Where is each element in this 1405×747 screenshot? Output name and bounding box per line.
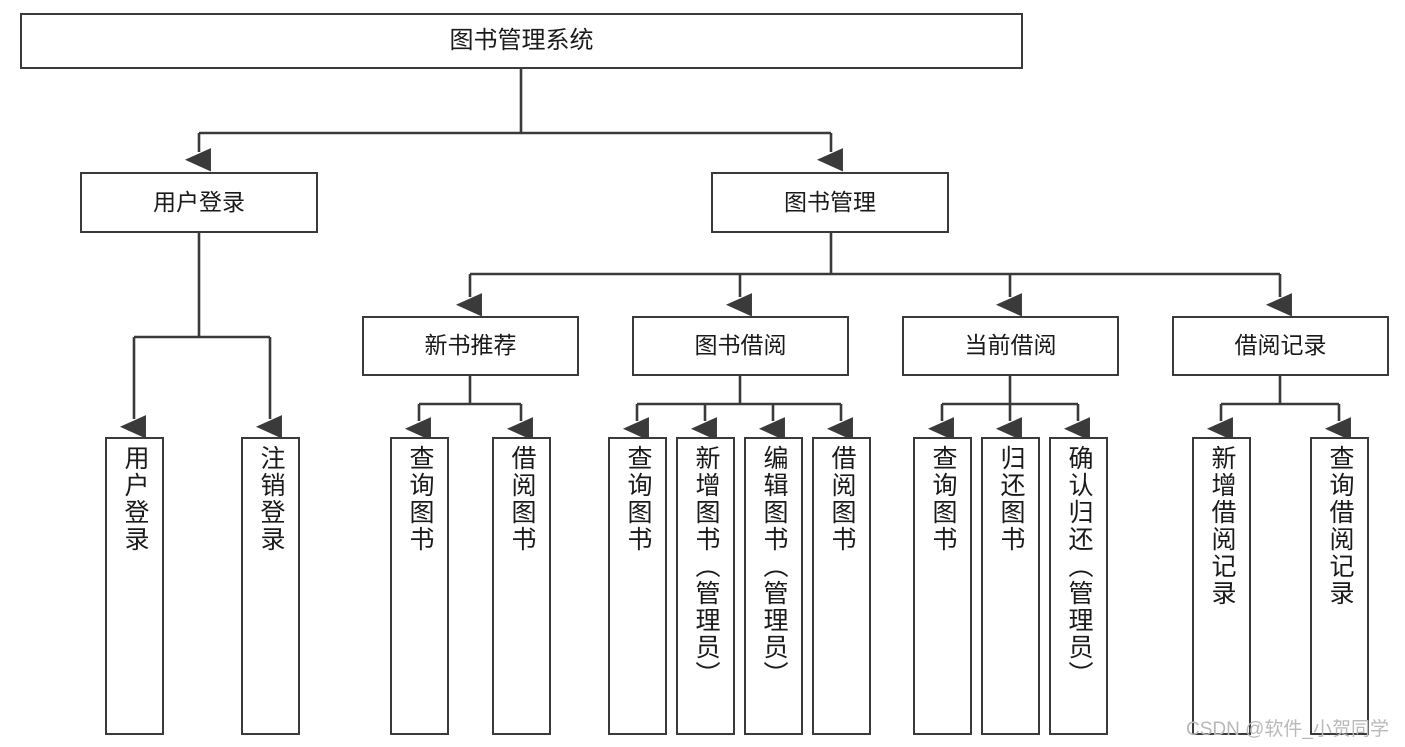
node-label: 新增图书（管理员） xyxy=(692,445,720,688)
node-user-login[interactable]: 用户登录 xyxy=(80,172,318,233)
node-root-system[interactable]: 图书管理系统 xyxy=(20,13,1023,69)
node-label: 新书推荐 xyxy=(424,332,517,359)
node-label: 归还图书 xyxy=(997,445,1025,553)
node-label: 图书借阅 xyxy=(694,332,787,359)
node-label: 借阅图书 xyxy=(508,445,536,553)
leaf-user-login-signout[interactable]: 注销登录 xyxy=(241,437,300,735)
leaf-current-return-book[interactable]: 归还图书 xyxy=(981,437,1040,735)
node-current-borrow[interactable]: 当前借阅 xyxy=(902,316,1119,376)
node-label: 查询图书 xyxy=(406,445,434,553)
node-label: 注销登录 xyxy=(257,445,285,553)
leaf-new-book-borrow[interactable]: 借阅图书 xyxy=(492,437,551,735)
node-book-management[interactable]: 图书管理 xyxy=(711,172,949,233)
leaf-record-add-record[interactable]: 新增借阅记录 xyxy=(1192,437,1251,735)
leaf-borrow-edit-book-admin[interactable]: 编辑图书（管理员） xyxy=(744,437,803,735)
node-label: 图书管理 xyxy=(784,188,876,215)
node-label: 用户登录 xyxy=(153,188,245,215)
watermark: CSDN @软件_小贺同学 xyxy=(1186,719,1389,740)
leaf-user-login-signin[interactable]: 用户登录 xyxy=(105,437,164,735)
node-label: 借阅记录 xyxy=(1234,332,1327,359)
leaf-new-book-query[interactable]: 查询图书 xyxy=(390,437,449,735)
leaf-current-confirm-return-admin[interactable]: 确认归还（管理员） xyxy=(1049,437,1108,735)
node-label: 确认归还（管理员） xyxy=(1065,445,1093,688)
leaf-record-query-record[interactable]: 查询借阅记录 xyxy=(1310,437,1369,735)
node-book-borrow[interactable]: 图书借阅 xyxy=(632,316,849,376)
node-label: 借阅图书 xyxy=(828,445,856,553)
node-new-book-recommend[interactable]: 新书推荐 xyxy=(362,316,579,376)
leaf-current-query-book[interactable]: 查询图书 xyxy=(913,437,972,735)
node-label: 用户登录 xyxy=(121,445,149,553)
node-label: 查询图书 xyxy=(624,445,652,553)
leaf-borrow-add-book-admin[interactable]: 新增图书（管理员） xyxy=(676,437,735,735)
node-label: 新增借阅记录 xyxy=(1208,445,1236,607)
node-label: 图书管理系统 xyxy=(449,26,594,54)
leaf-borrow-query-book[interactable]: 查询图书 xyxy=(608,437,667,735)
node-label: 查询借阅记录 xyxy=(1326,445,1354,607)
node-label: 编辑图书（管理员） xyxy=(760,445,788,688)
node-label: 当前借阅 xyxy=(964,332,1057,359)
node-borrow-record[interactable]: 借阅记录 xyxy=(1172,316,1389,376)
leaf-borrow-borrow-book[interactable]: 借阅图书 xyxy=(812,437,871,735)
node-label: 查询图书 xyxy=(929,445,957,553)
